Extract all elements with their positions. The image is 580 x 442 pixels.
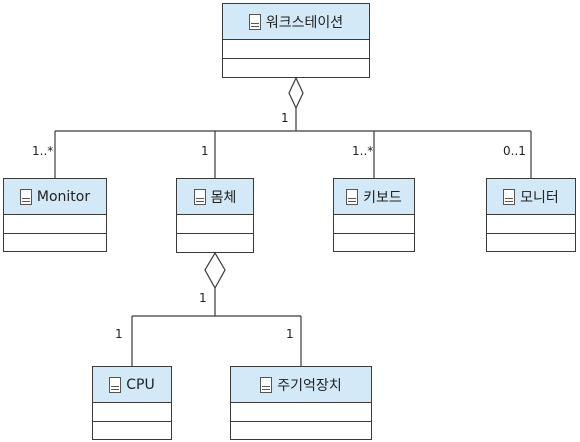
operation-compartment bbox=[334, 234, 414, 252]
class-monitor-en: Monitor bbox=[3, 178, 107, 252]
class-icon bbox=[19, 188, 32, 205]
multiplicity-monitor-en: 1..* bbox=[32, 144, 54, 158]
class-name-monitor-kr: 모니터 bbox=[487, 179, 575, 215]
attribute-compartment bbox=[334, 215, 414, 234]
class-name-cpu: CPU bbox=[93, 367, 171, 403]
multiplicity-main-memory: 1 bbox=[286, 327, 294, 341]
multiplicity-body-end: 1 bbox=[199, 291, 207, 305]
class-label-body: 몸체 bbox=[210, 189, 237, 206]
multiplicity-keyboard: 1..* bbox=[352, 144, 374, 158]
attribute-compartment bbox=[4, 215, 106, 234]
operation-compartment bbox=[93, 422, 171, 440]
class-name-main-memory: 주기억장치 bbox=[231, 367, 371, 403]
aggregation-diamond-workstation bbox=[288, 76, 304, 110]
attribute-compartment bbox=[487, 215, 575, 234]
class-monitor-kr: 모니터 bbox=[486, 178, 576, 252]
class-name-workstation: 워크스테이션 bbox=[223, 4, 369, 40]
operation-compartment bbox=[177, 234, 253, 252]
class-label-keyboard: 키보드 bbox=[363, 189, 402, 206]
multiplicity-workstation-end: 1 bbox=[281, 111, 289, 125]
class-label-monitor-kr: 모니터 bbox=[520, 189, 559, 206]
class-main-memory: 주기억장치 bbox=[230, 366, 372, 440]
class-label-monitor-en: Monitor bbox=[36, 188, 91, 205]
operation-compartment bbox=[487, 234, 575, 252]
multiplicity-monitor-kr: 0..1 bbox=[503, 144, 526, 158]
class-icon bbox=[248, 13, 261, 30]
class-label-workstation: 워크스테이션 bbox=[265, 14, 344, 31]
class-name-keyboard: 키보드 bbox=[334, 179, 414, 215]
class-workstation: 워크스테이션 bbox=[222, 3, 370, 78]
operation-compartment bbox=[4, 234, 106, 252]
operation-compartment bbox=[223, 59, 369, 77]
class-icon bbox=[346, 188, 359, 205]
class-body: 몸체 bbox=[176, 178, 254, 253]
class-label-main-memory: 주기억장치 bbox=[277, 377, 342, 394]
attribute-compartment bbox=[177, 215, 253, 234]
class-cpu: CPU bbox=[92, 366, 172, 440]
class-keyboard: 키보드 bbox=[333, 178, 415, 252]
attribute-compartment bbox=[231, 403, 371, 422]
class-name-monitor-en: Monitor bbox=[4, 179, 106, 215]
attribute-compartment bbox=[93, 403, 171, 422]
class-label-cpu: CPU bbox=[126, 376, 155, 393]
aggregation-diamond-body bbox=[204, 251, 226, 290]
class-icon bbox=[260, 376, 273, 393]
operation-compartment bbox=[231, 422, 371, 440]
multiplicity-cpu: 1 bbox=[115, 327, 123, 341]
class-icon bbox=[109, 376, 122, 393]
class-icon bbox=[503, 188, 516, 205]
multiplicity-body: 1 bbox=[201, 144, 209, 158]
class-icon bbox=[193, 188, 206, 205]
class-name-body: 몸체 bbox=[177, 179, 253, 215]
attribute-compartment bbox=[223, 40, 369, 59]
